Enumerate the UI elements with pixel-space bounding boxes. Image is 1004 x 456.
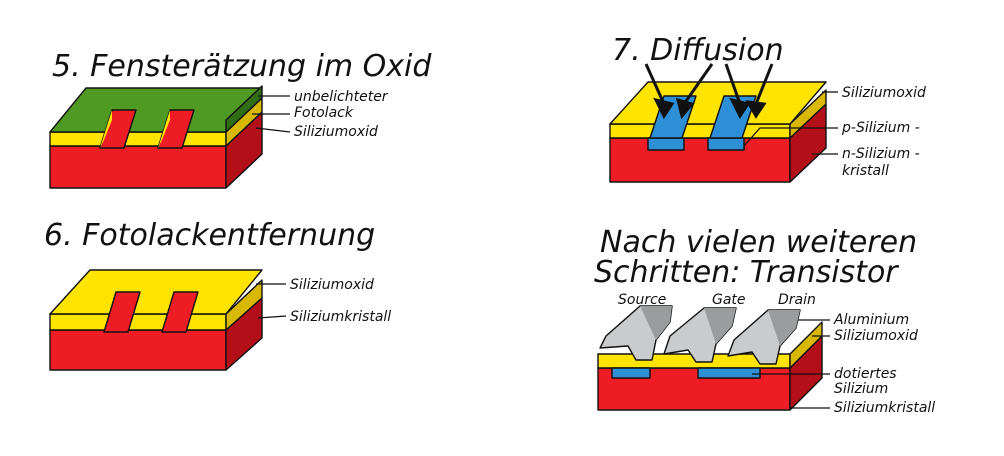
p7-doped-region-1 xyxy=(647,137,685,151)
p5-leader-3 xyxy=(255,127,291,133)
p7-label-oxide: Siliziumoxid xyxy=(842,85,926,101)
p8-label-drain: Drain xyxy=(778,292,816,308)
p7-oxide-side xyxy=(789,89,827,139)
p7-arrow-head-1 xyxy=(653,97,675,119)
p5-window-1-wall xyxy=(100,110,112,148)
p8-doped-region-1 xyxy=(611,367,651,379)
p8-label-doped-2: Silizium xyxy=(834,381,888,397)
p7-doped-region-2 xyxy=(707,137,745,151)
panel-7-title: 7. Diffusion xyxy=(612,33,784,68)
p7-diffusion-arrows xyxy=(644,63,774,120)
p7-label-p-silicon: p-Silizium - xyxy=(841,120,920,136)
p5-oxide-front xyxy=(49,131,227,147)
p8-label-aluminium: Aluminium xyxy=(833,312,909,328)
p6-leader-2 xyxy=(257,315,287,319)
p5-label-oxide: Siliziumoxid xyxy=(294,124,378,140)
p7-leader-2 xyxy=(743,127,838,147)
p7-label-n-silicon: n-Silizium - xyxy=(842,146,920,162)
p8-label-doped-1: dotiertes xyxy=(834,366,897,382)
panel-5-window-etching: 5. Fensterätzung im Oxid unbelichteter F… xyxy=(49,49,432,189)
p5-substrate-front xyxy=(49,145,227,189)
p8-label-gate: Gate xyxy=(712,292,746,308)
panel-6-resist-removal: 6. Fotolackentfernung Siliziumoxid Siliz… xyxy=(44,218,391,371)
p6-label-oxide: Siliziumoxid xyxy=(290,277,374,293)
panel-8-transistor: Nach vielen weiteren Schritten: Transist… xyxy=(594,225,935,416)
p8-aluminium-shading xyxy=(640,306,800,346)
p5-photoresist-side xyxy=(225,85,263,133)
p7-arrow-head-4 xyxy=(745,100,767,119)
p6-window-2 xyxy=(161,291,199,333)
p8-label-oxide: Siliziumoxid xyxy=(834,328,918,344)
panel-8-title-line-1: Nach vielen weiteren xyxy=(600,225,917,260)
panel-5-title: 5. Fensterätzung im Oxid xyxy=(52,49,432,84)
p8-doped-region-2 xyxy=(697,367,761,379)
p8-label-crystal: Siliziumkristall xyxy=(834,400,935,416)
p7-substrate-front xyxy=(609,137,791,183)
panel-8-title-line-2: Schritten: Transistor xyxy=(594,255,899,290)
p6-window-1 xyxy=(103,291,141,333)
p5-label-resist-2: Fotolack xyxy=(294,105,354,121)
p6-label-crystal: Siliziumkristall xyxy=(290,309,391,325)
p6-oxide-side xyxy=(225,279,263,331)
panel-7-diffusion: 7. Diffusion Siliziumoxid p-Silizium - n… xyxy=(609,33,926,183)
p7-label-crystal: kristall xyxy=(842,163,889,179)
p6-oxide-front xyxy=(49,313,227,331)
p7-arrow-head-3 xyxy=(729,97,751,119)
p6-substrate-front xyxy=(49,329,227,371)
p7-oxide-front xyxy=(609,123,791,139)
p8-label-source: Source xyxy=(618,292,666,308)
p5-label-resist-1: unbelichteter xyxy=(294,89,389,105)
p7-arrow-head-2 xyxy=(675,97,695,120)
panel-6-title: 6. Fotolackentfernung xyxy=(44,218,375,253)
p6-oxide-top xyxy=(49,269,263,315)
p5-window-2-wall xyxy=(158,110,170,148)
